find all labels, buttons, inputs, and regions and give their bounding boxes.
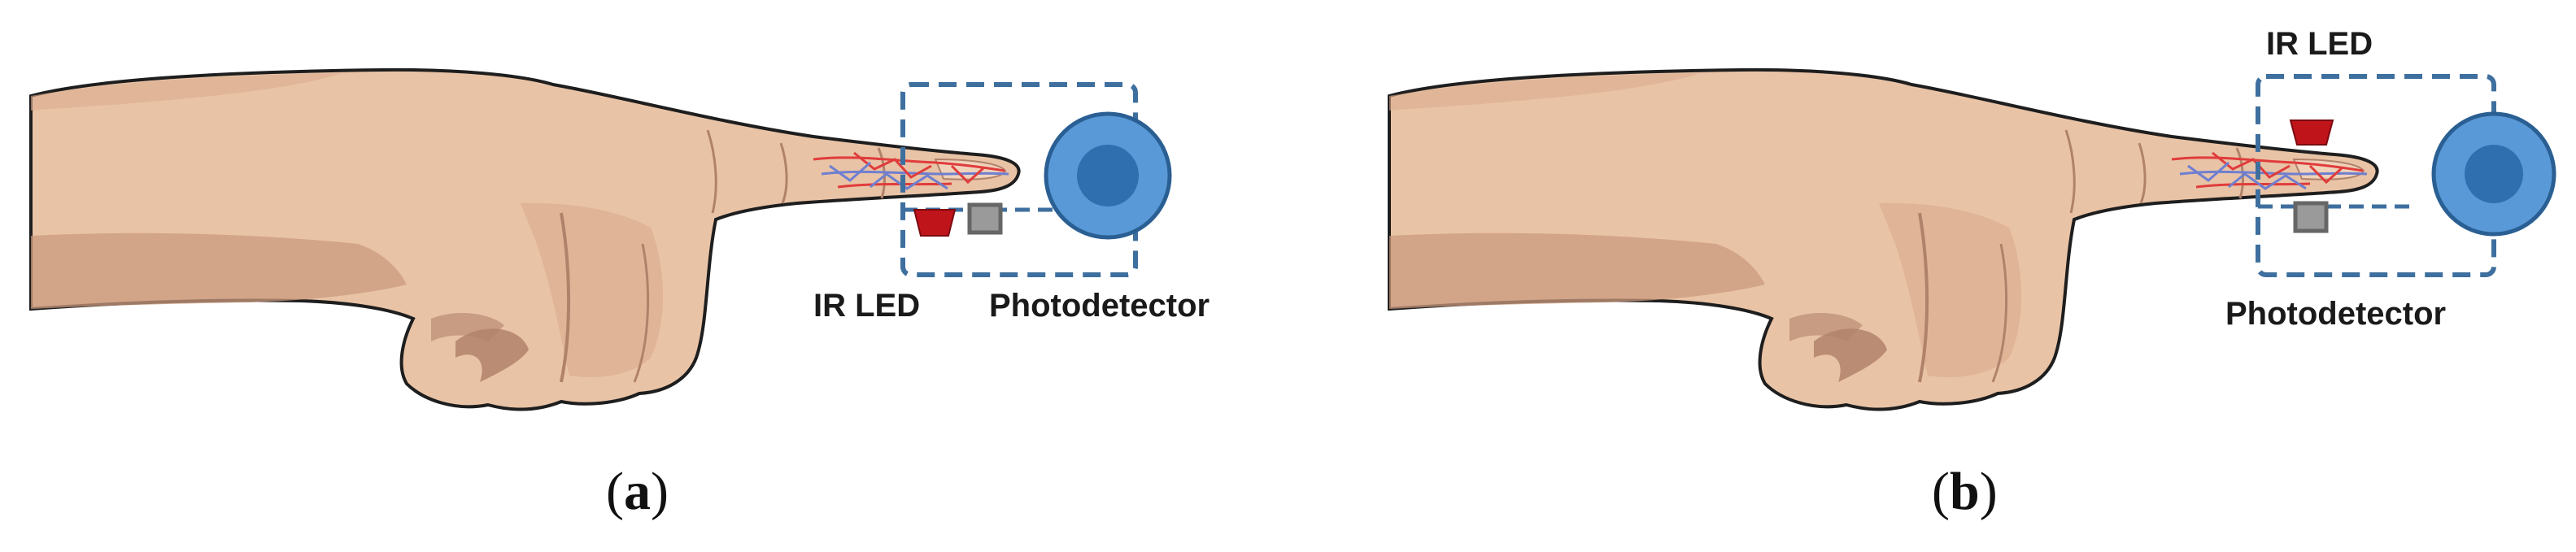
photodetector-icon xyxy=(2293,201,2329,233)
ir-led-label: IR LED xyxy=(813,288,921,324)
caption-letter-b: b xyxy=(1949,462,1980,521)
ir-led-label: IR LED xyxy=(2266,26,2373,62)
caption-letter-a: a xyxy=(623,462,651,521)
photodetector-icon xyxy=(967,202,1003,235)
sensor-disc-icon xyxy=(2431,111,2556,237)
sensor-disc-icon xyxy=(1044,111,1172,240)
caption-a: (a) xyxy=(606,462,669,521)
ir-led-icon xyxy=(913,209,957,237)
hand-pointing-icon xyxy=(1388,67,2379,411)
hand-pointing-icon xyxy=(29,67,1021,411)
panel-a-illustration xyxy=(29,67,1172,411)
panel-b: IR LED Photodetector (b) xyxy=(1358,0,2576,552)
sensor-region-outline xyxy=(2256,74,2496,277)
caption-b: (b) xyxy=(1932,462,1998,521)
photodetector-label: Photodetector xyxy=(2225,296,2447,332)
ir-led-icon xyxy=(2289,120,2334,146)
photodetector-label: Photodetector xyxy=(989,288,1210,324)
panel-a: IR LED Photodetector (a) xyxy=(29,67,1210,521)
panel-b-illustration xyxy=(1388,67,2556,411)
